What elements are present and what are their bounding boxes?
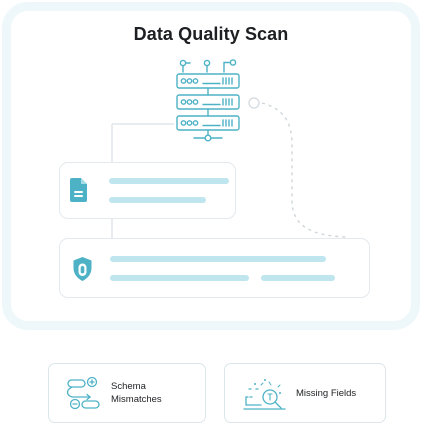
database-server-icon [176,59,240,142]
placeholder-bar [110,256,326,262]
card-label: Schema Mismatches [111,381,162,405]
missing-fields-card[interactable]: Missing Fields [224,363,386,423]
placeholder-bar [110,275,249,281]
placeholder-bar [109,197,206,203]
shield-icon [73,257,92,281]
connector-node [248,97,260,109]
diagram-title: Data Quality Scan [133,24,289,44]
document-check-panel [59,162,236,219]
schema-mismatches-card[interactable]: Schema Mismatches [48,363,206,423]
validation-panel [59,238,370,298]
missing-fields-search-icon [243,379,286,410]
document-icon [70,178,87,202]
card-label: Missing Fields [296,388,357,399]
placeholder-bar [261,275,335,281]
dashed-connector [261,102,349,238]
schema-mismatch-icon [66,376,100,410]
placeholder-bar [109,178,229,184]
